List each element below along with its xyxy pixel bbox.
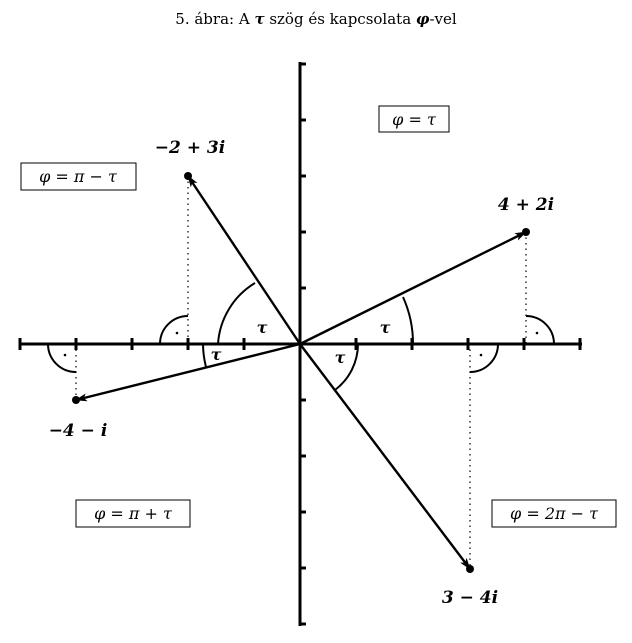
tau-arc-q4 (334, 343, 359, 391)
quadrant-box-q3 (75, 499, 191, 528)
point-minus2-3i (184, 172, 192, 180)
right-angle-dot-minus2-3i (175, 331, 179, 335)
quadrant-label-q2: φ = π − τ (39, 167, 118, 186)
point-label-3-minus4i: 3 − 4i (442, 588, 498, 608)
tau-arc-q2 (217, 282, 256, 345)
tau-label-q1: τ (380, 318, 391, 337)
vector-4-2i (299, 230, 527, 346)
right-angle-mark-minus2-3i (159, 315, 189, 345)
axis-ticks (18, 62, 582, 626)
right-angle-mark-minus4-i (47, 343, 77, 373)
quadrant-label-q1: φ = τ (392, 110, 437, 129)
tau-label-q4: τ (335, 348, 346, 367)
vector-minus4-i (75, 342, 301, 402)
right-angle-dot-4-2i (535, 331, 539, 335)
right-angle-mark-3-minus4i (469, 343, 499, 373)
caption-middle: szög és kapcsolata (264, 10, 416, 28)
quadrant-label-q3: φ = π + τ (94, 504, 173, 523)
vector-minus2-3i (187, 175, 301, 345)
caption-phi-symbol: φ (415, 10, 430, 28)
point-label-4-2i: 4 + 2i (498, 195, 554, 215)
quadrant-box-q4 (491, 499, 617, 528)
quadrant-box-q2 (20, 162, 137, 191)
quadrant-label-q4: φ = 2π − τ (510, 504, 599, 523)
right-angle-dot-3-minus4i (479, 353, 483, 357)
quadrant-box-q1 (378, 105, 450, 133)
tau-arc-q1 (402, 296, 415, 345)
vector-3-minus4i (299, 343, 471, 570)
point-minus4-i (72, 396, 80, 404)
right-angle-mark-4-2i (525, 315, 555, 345)
right-angle-dot-minus4-i (63, 353, 67, 357)
figure-caption: 5. ábra: A τ szög és kapcsolata φ-vel (0, 10, 632, 28)
caption-tau-symbol: τ (254, 10, 265, 28)
tau-arc-q3 (202, 343, 207, 368)
tau-label-q2: τ (257, 318, 268, 337)
point-4-2i (522, 228, 530, 236)
point-3-minus4i (466, 565, 474, 573)
point-label-minus2-3i: −2 + 3i (155, 138, 225, 158)
tau-label-q3: τ (211, 345, 222, 364)
caption-suffix: -vel (429, 10, 457, 28)
point-label-minus4-i: −4 − i (49, 421, 108, 441)
caption-prefix: 5. ábra: A (175, 10, 255, 28)
